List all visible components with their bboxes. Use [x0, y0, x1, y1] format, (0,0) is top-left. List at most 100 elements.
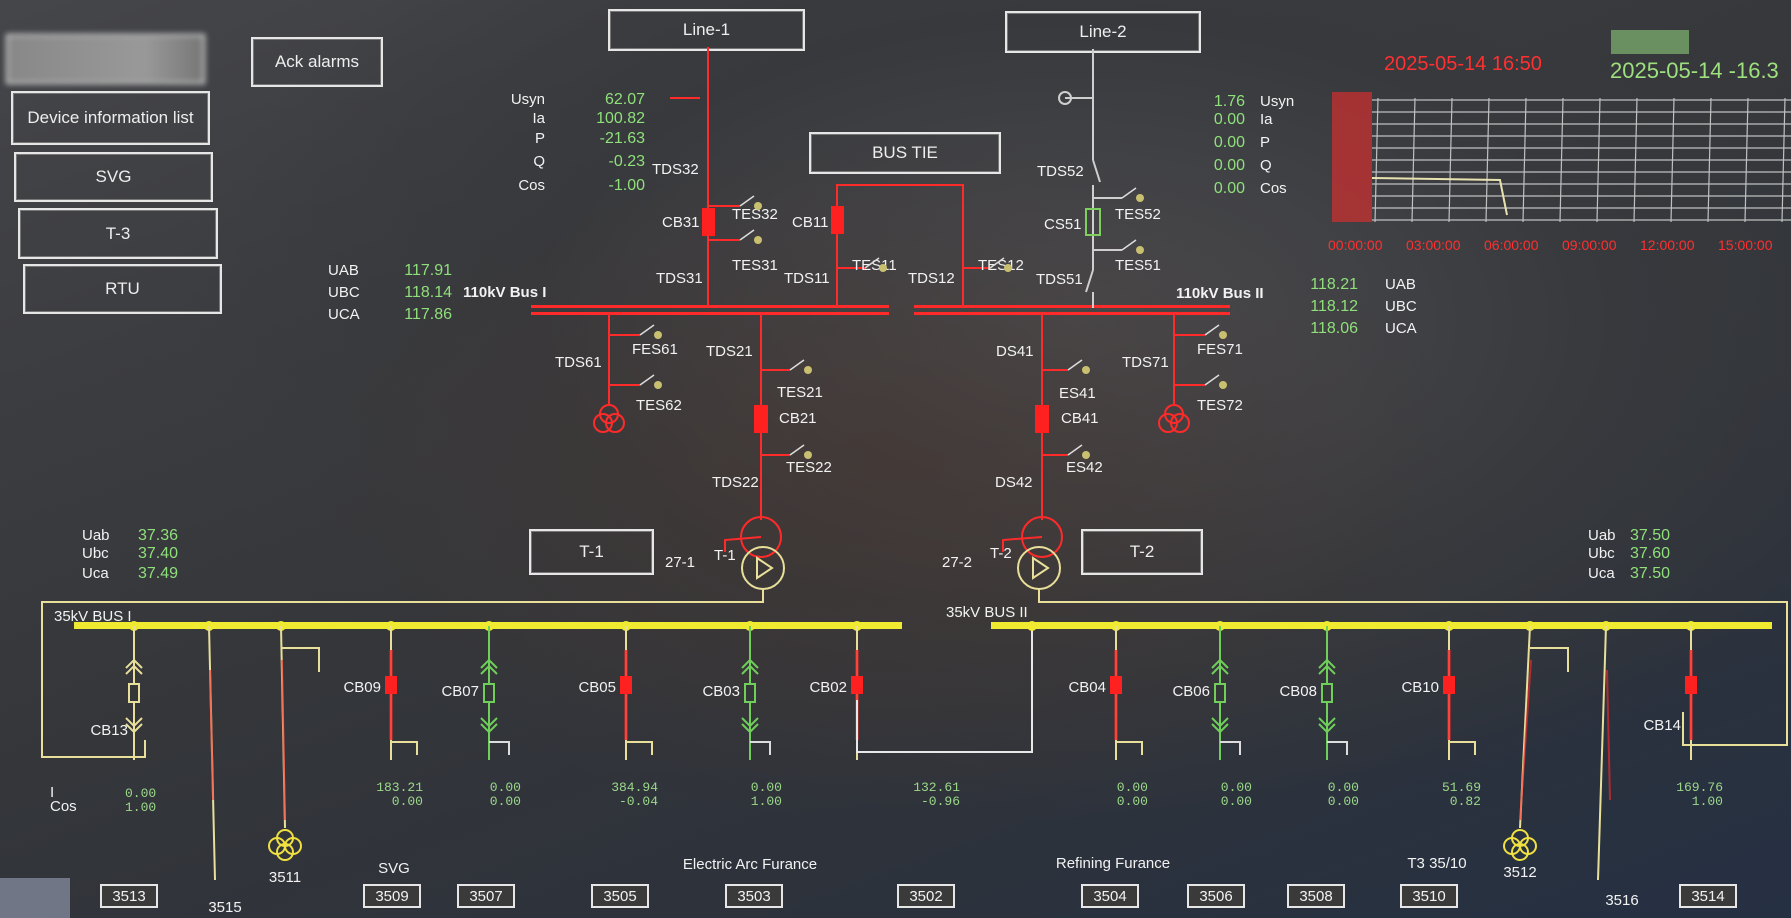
cb09-breaker[interactable] — [385, 676, 397, 694]
bus110-2-value-ubc: 118.12 — [1310, 298, 1358, 315]
bay-button-label[interactable]: 3508 — [1299, 888, 1332, 905]
cb03-label: CB03 — [702, 683, 740, 700]
cb05-breaker[interactable] — [620, 676, 632, 694]
cb14-breaker[interactable] — [1685, 676, 1697, 694]
withdrawable-contact-icon — [480, 658, 498, 734]
bay-button-frame[interactable] — [363, 884, 421, 908]
bay-button-3503[interactable]: 3503 — [725, 884, 783, 908]
label-tes31: TES31 — [732, 257, 778, 274]
cb03-value-1: 1.00 — [751, 794, 782, 809]
cb09-value-0: 183.21 — [376, 780, 423, 795]
bay-button-3508[interactable]: 3508 — [1287, 884, 1345, 908]
cb11-breaker[interactable] — [831, 206, 844, 234]
bus35-1-label-ubc: Ubc — [82, 545, 109, 562]
cb31-breaker[interactable] — [702, 208, 715, 236]
bay-button-3514[interactable]: 3514 — [1679, 884, 1737, 908]
bay-button-label[interactable]: 3505 — [603, 888, 636, 905]
svg-button[interactable]: SVG — [14, 152, 213, 202]
ack-alarms-button[interactable]: Ack alarms — [251, 37, 383, 87]
earth-switch-icon — [654, 381, 662, 389]
label-tes32: TES32 — [732, 206, 778, 223]
bay-button-3513[interactable]: 3513 — [100, 884, 158, 908]
trend-gridline — [1707, 97, 1712, 223]
feeder-3516: 3516 — [1597, 621, 1639, 909]
label-tes22: TES22 — [786, 459, 832, 476]
cb13-breaker[interactable] — [128, 683, 140, 703]
line2-value-q: 0.00 — [1214, 157, 1245, 174]
bay-button-label[interactable]: 3506 — [1199, 888, 1232, 905]
bay-button-3507[interactable]: 3507 — [457, 884, 515, 908]
bay-button-3506[interactable]: 3506 — [1187, 884, 1245, 908]
bay-button-frame[interactable] — [1679, 884, 1737, 908]
earth-switch-icon — [1082, 451, 1090, 459]
t3-button[interactable]: T-3 — [18, 208, 218, 259]
earth-switch-icon — [1449, 741, 1476, 755]
earth-switch-icon — [1082, 366, 1090, 374]
bay-button-label[interactable]: 3514 — [1691, 888, 1724, 905]
cb06-breaker[interactable] — [1214, 683, 1226, 703]
t2-button[interactable]: T-2 — [1081, 529, 1203, 575]
bay-button-frame[interactable] — [725, 884, 783, 908]
line-1-button[interactable]: Line-1 — [608, 9, 805, 51]
earth-switch-icon — [989, 257, 1005, 269]
bay-button-3502[interactable]: 3502 — [897, 884, 955, 908]
label-cs51: CS51 — [1044, 216, 1082, 233]
cb14-value-0: 169.76 — [1676, 780, 1723, 795]
bay-button-3505[interactable]: 3505 — [591, 884, 649, 908]
label-tes51: TES51 — [1115, 257, 1161, 274]
earth-switch-icon — [1204, 324, 1220, 336]
bay-button-label[interactable]: 3510 — [1412, 888, 1445, 905]
cb02-breaker[interactable] — [851, 676, 863, 694]
cb10-breaker[interactable] — [1443, 676, 1455, 694]
tds61-feeder — [593, 313, 640, 433]
bay-button-frame[interactable] — [1187, 884, 1245, 908]
cb41-breaker[interactable] — [1035, 405, 1049, 433]
blurred-button[interactable] — [6, 34, 205, 84]
bay-button-frame[interactable] — [1400, 884, 1458, 908]
bay-button-label[interactable]: 3504 — [1093, 888, 1126, 905]
bay-button-frame[interactable] — [1081, 884, 1139, 908]
earth-switch-icon — [654, 331, 662, 339]
bay-button-frame[interactable] — [897, 884, 955, 908]
device-information-list-button[interactable]: Device information list — [11, 91, 210, 145]
cb07-label: CB07 — [441, 683, 479, 700]
cb04-breaker[interactable] — [1110, 676, 1122, 694]
bay-button-label[interactable]: 3507 — [469, 888, 502, 905]
cs51-breaker[interactable] — [1085, 208, 1101, 236]
cb08-breaker[interactable] — [1321, 683, 1333, 703]
t1-button[interactable]: T-1 — [529, 529, 654, 575]
label-tds51: TDS51 — [1036, 271, 1083, 288]
label-ds42: DS42 — [995, 474, 1033, 491]
cb21-breaker[interactable] — [754, 405, 768, 433]
t2-lv — [1017, 546, 1788, 746]
earth-switch-icon — [1220, 741, 1241, 755]
earth-switch-icon — [1530, 647, 1569, 672]
label-tes52: TES52 — [1115, 206, 1161, 223]
bay-button-3504[interactable]: 3504 — [1081, 884, 1139, 908]
bay-button-frame[interactable] — [591, 884, 649, 908]
earth-switch-icon — [1204, 374, 1220, 386]
line-2-button[interactable]: Line-2 — [1005, 11, 1201, 53]
bay-button-frame[interactable] — [1287, 884, 1345, 908]
cb03-breaker[interactable] — [744, 683, 756, 703]
bay-button-label[interactable]: 3509 — [375, 888, 408, 905]
bay-button-label[interactable]: 3503 — [737, 888, 770, 905]
feeder-3511: 3511 — [268, 621, 320, 886]
cb05-value-1: -0.04 — [619, 794, 658, 809]
cb08-value-1: 0.00 — [1328, 794, 1359, 809]
bay-button-frame[interactable] — [457, 884, 515, 908]
earth-switch-icon — [804, 366, 812, 374]
rtu-button[interactable]: RTU — [23, 264, 222, 314]
bay-button-label[interactable]: 3502 — [909, 888, 942, 905]
bus-tie-button[interactable]: BUS TIE — [809, 132, 1001, 174]
bay-button-label[interactable]: 3513 — [112, 888, 145, 905]
bay-button-frame[interactable] — [100, 884, 158, 908]
label-tds32: TDS32 — [652, 161, 699, 178]
bay-button-3510[interactable]: 3510 — [1400, 884, 1458, 908]
cb07-breaker[interactable] — [483, 683, 495, 703]
label-tds12: TDS12 — [908, 270, 955, 287]
bay-button-3509[interactable]: 3509 — [363, 884, 421, 908]
label-cb31: CB31 — [662, 214, 700, 231]
